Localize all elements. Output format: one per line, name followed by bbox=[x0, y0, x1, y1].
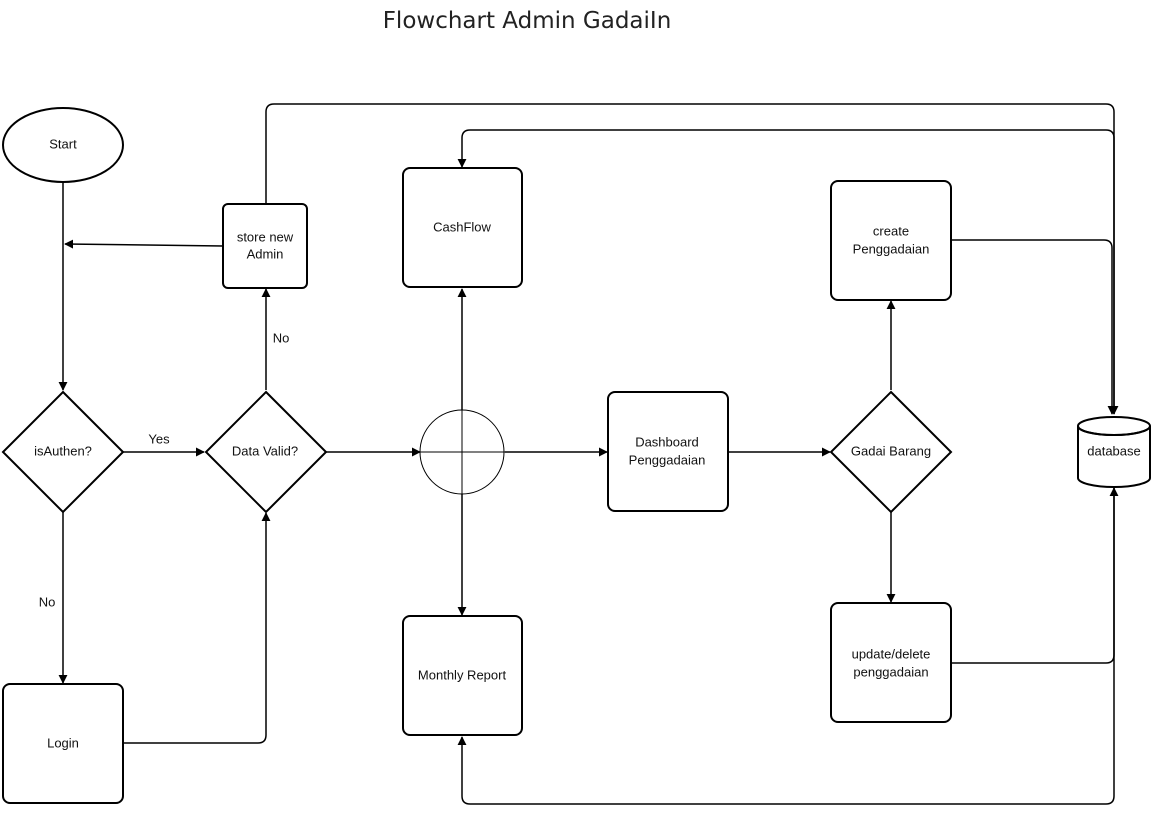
update-delete-node bbox=[830, 602, 952, 723]
monthly-report-node bbox=[402, 615, 523, 736]
diagram-title: Flowchart Admin GadaiIn bbox=[382, 8, 672, 34]
cashflow-node bbox=[402, 167, 523, 288]
dashboard-label-line1: Dashboard bbox=[635, 434, 699, 449]
edge-storeadmin-to-database bbox=[265, 103, 1119, 415]
store-admin-label-line2: Admin bbox=[247, 246, 284, 261]
isauthen-decision bbox=[1, 390, 125, 514]
dashboard-node bbox=[607, 391, 729, 512]
isauthen-label: isAuthen? bbox=[34, 443, 92, 458]
create-penggadaian-node bbox=[830, 180, 952, 301]
datavalid-decision bbox=[204, 390, 328, 514]
update-label-line2: penggadaian bbox=[853, 664, 928, 679]
login-node bbox=[2, 683, 124, 804]
start-node bbox=[2, 107, 124, 183]
monthly-report-label: Monthly Report bbox=[418, 667, 507, 682]
edge-create-to-database bbox=[951, 239, 1117, 415]
create-label-line2: Penggadaian bbox=[853, 241, 930, 256]
edge-update-to-database bbox=[951, 487, 1119, 664]
dashboard-label-line2: Penggadaian bbox=[629, 452, 706, 467]
edge-label-no-auth: No bbox=[39, 594, 56, 609]
edge-label-no-valid: No bbox=[273, 330, 290, 345]
edge-storeadmin-to-main bbox=[64, 239, 224, 249]
datavalid-label: Data Valid? bbox=[232, 443, 298, 458]
gadai-barang-label: Gadai Barang bbox=[851, 443, 931, 458]
edge-database-to-monthly-report bbox=[457, 488, 1115, 805]
start-label: Start bbox=[49, 136, 77, 151]
edge-database-to-cashflow bbox=[457, 129, 1115, 414]
database-node bbox=[1077, 416, 1151, 488]
create-label-line1: create bbox=[873, 223, 909, 238]
gadai-barang-decision bbox=[829, 390, 953, 514]
cashflow-label: CashFlow bbox=[433, 219, 491, 234]
store-admin-node bbox=[222, 203, 308, 289]
store-admin-label-line1: store new bbox=[237, 229, 294, 244]
login-label: Login bbox=[47, 735, 79, 750]
edge-login-to-datavalid bbox=[123, 512, 271, 744]
database-label: database bbox=[1087, 443, 1141, 458]
update-label-line1: update/delete bbox=[852, 646, 931, 661]
edge-label-yes: Yes bbox=[148, 431, 170, 446]
